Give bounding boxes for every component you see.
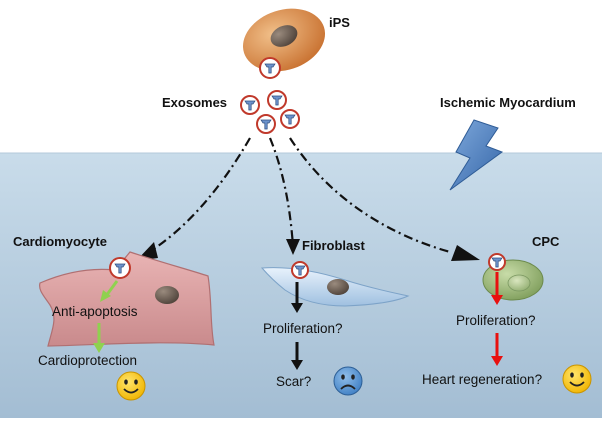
fibroblast-label: Fibroblast [302,238,365,253]
cardiomyocyte-effect-label: Anti-apoptosis [52,304,138,319]
cardiomyocyte-nucleus [155,286,179,304]
fibroblast-nucleus [327,279,349,295]
cardiomyocyte-cell [39,251,215,347]
fibroblast-outcome-label: Scar? [276,374,312,389]
exosome-cluster [240,90,300,134]
arrow-to-fibroblast [268,137,295,247]
cpc-nucleus [507,274,531,292]
fibroblast-effect-label: Proliferation? [263,321,343,336]
happy-face-icon-cpc [562,364,592,394]
ips-nucleus [270,25,298,47]
ips-cell [242,8,326,79]
cardiomyocyte-label: Cardiomyocyte [13,234,107,249]
cpc-outcome-label: Heart regeneration? [422,372,543,387]
arrowhead-fibroblast [286,239,300,255]
arrow-to-cpc [289,137,451,254]
cardiomyocyte-green-arrows [93,280,119,353]
cpc-effect-label: Proliferation? [456,313,536,328]
fibroblast-black-arrows [291,282,303,370]
arrowhead-cpc [451,245,480,261]
cpc-red-arrows [491,272,503,366]
happy-face-icon [116,371,146,401]
sad-face-icon [333,366,363,396]
exosomes-label: Exosomes [162,95,228,110]
cpc-label: CPC [532,234,560,249]
lightning-bolt-icon [449,119,504,191]
ips-label: iPS [329,15,350,30]
cardiomyocyte-outcome-label: Cardioprotection [38,353,138,368]
ischemic-myocardium-label: Ischemic Myocardium [440,95,576,110]
arrow-to-cardiomyocyte [145,137,251,255]
